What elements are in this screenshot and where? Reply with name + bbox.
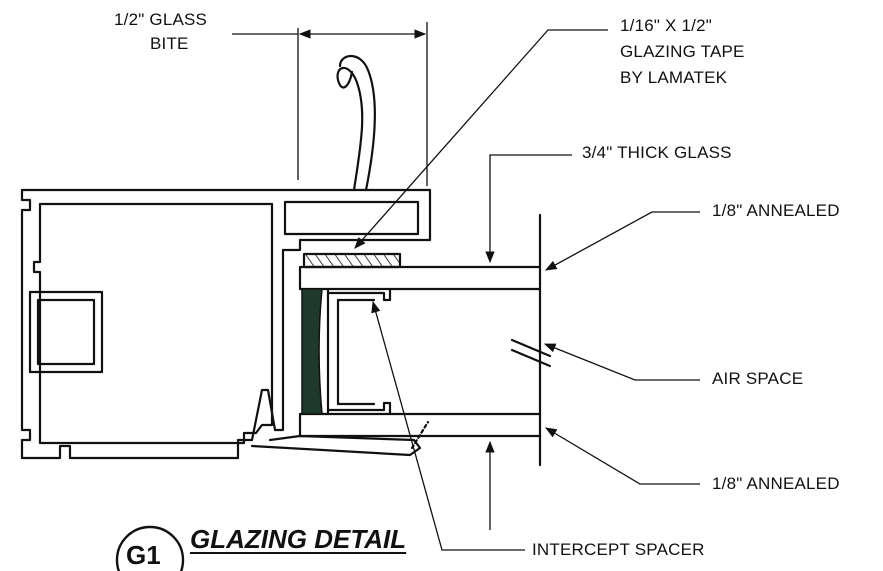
tape-leader bbox=[354, 29, 608, 249]
annealed-top-leader bbox=[544, 211, 700, 271]
detail-badge-circle bbox=[115, 525, 185, 571]
glass-top-pane bbox=[298, 265, 542, 291]
glazing-stop-fin-inner bbox=[338, 54, 376, 192]
frame-small-cavity bbox=[28, 290, 104, 374]
air-space-mark bbox=[510, 348, 552, 368]
glazing-tape bbox=[302, 252, 402, 269]
bottom-gasket bbox=[250, 434, 422, 457]
glazing-tape-label-line1: 1/16" X 1/2" bbox=[620, 16, 712, 35]
annealed-bottom-label: 1/8" ANNEALED bbox=[712, 474, 840, 493]
thick-glass-leader-top bbox=[485, 154, 572, 264]
air-space-mark bbox=[510, 338, 552, 358]
glazing-stop-fin bbox=[336, 66, 364, 192]
frame-outline bbox=[20, 188, 432, 460]
intercept-spacer bbox=[326, 287, 392, 416]
frame-upper-pocket bbox=[283, 200, 420, 236]
frame-small-cavity-inner bbox=[36, 298, 96, 366]
air-space-leader bbox=[543, 343, 700, 381]
weep-plug bbox=[410, 420, 430, 450]
spacer-leader bbox=[371, 300, 525, 551]
intercept-spacer-label: INTERCEPT SPACER bbox=[532, 540, 705, 559]
air-space-label: AIR SPACE bbox=[712, 369, 804, 388]
glass-bite-label-line1: 1/2" GLASS bbox=[114, 10, 208, 29]
detail-badge: G1 bbox=[126, 540, 161, 570]
glass-bite-label-line2: BITE bbox=[150, 34, 189, 53]
detail-title: GLAZING DETAIL bbox=[190, 524, 407, 554]
thick-glass-label: 3/4" THICK GLASS bbox=[582, 143, 732, 162]
glazing-tape-label-line3: BY LAMATEK bbox=[620, 68, 728, 87]
annealed-top-label: 1/8" ANNEALED bbox=[712, 201, 840, 220]
frame-inner-cavity bbox=[32, 202, 274, 445]
annealed-bottom-leader bbox=[544, 427, 700, 485]
glazing-tape-label-line2: GLAZING TAPE bbox=[620, 42, 745, 61]
glass-bottom-pane bbox=[298, 412, 542, 438]
setting-block bbox=[301, 288, 323, 415]
